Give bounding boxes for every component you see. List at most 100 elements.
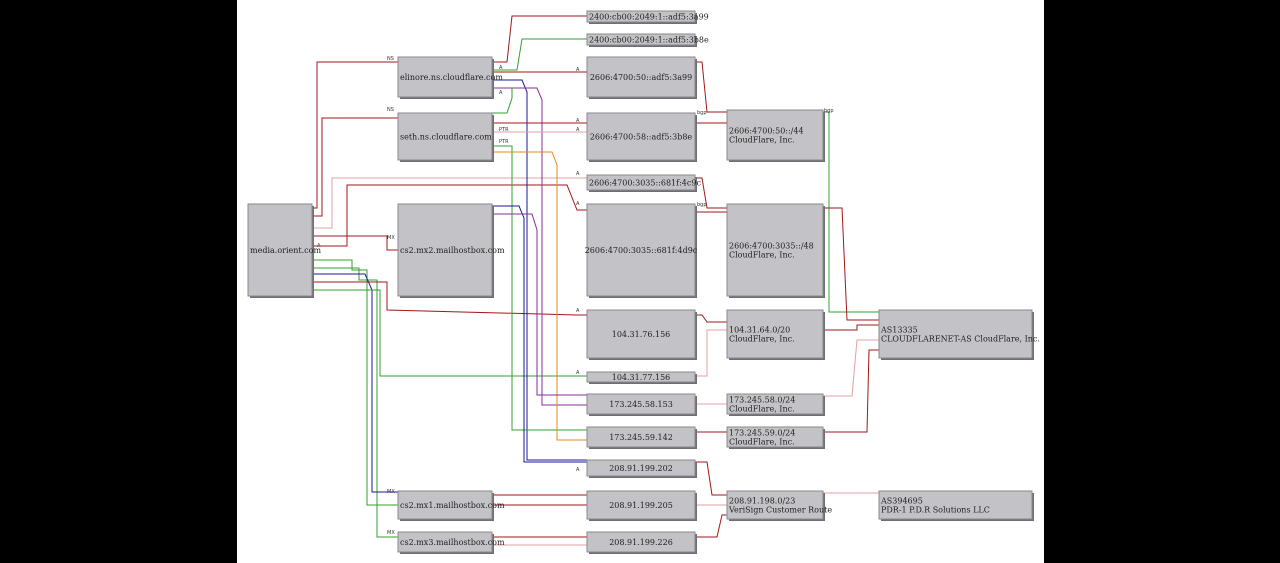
edge-label: A	[576, 308, 580, 314]
node-label: 104.31.77.156	[612, 373, 671, 382]
node-label: 208.91.199.205	[609, 501, 673, 510]
edge-line	[492, 79, 587, 461]
node-ip6[interactable]: 208.91.199.205	[586, 490, 697, 521]
edge-line	[312, 184, 587, 247]
edge-label: NS	[387, 107, 394, 113]
node-cs2mx3[interactable]: cs2.mx3.mailhostbox.com	[397, 531, 505, 554]
node-label: 104.31.76.156	[612, 330, 671, 339]
node-label: 2606:4700:3035::/48	[729, 242, 814, 251]
edge-label: bgp	[697, 110, 707, 116]
node-label: 2606:4700:50::/44	[729, 127, 804, 136]
node-media[interactable]: media.orient.com	[247, 203, 321, 298]
edge-label: bgp	[824, 108, 834, 114]
edge-line	[312, 177, 587, 229]
node-label: VeriSign Customer Route	[728, 506, 832, 515]
edge-label: bgp	[697, 202, 707, 208]
node-label: 2606:4700:3035::681f:4c9c	[589, 179, 701, 188]
edge-line	[492, 205, 587, 463]
node-label: cs2.mx3.mailhostbox.com	[400, 538, 505, 547]
edge-line	[312, 117, 398, 217]
node-label: 2400:cb00:2049:1::adf5:3b8e	[589, 36, 709, 45]
node-ip5[interactable]: 208.91.199.202	[586, 459, 697, 478]
node-label: 2606:4700:50::adf5:3a99	[590, 73, 692, 82]
edge-line	[492, 15, 587, 63]
node-ip7[interactable]: 208.91.199.226	[586, 531, 697, 554]
node-label: CloudFlare, Inc.	[729, 438, 795, 447]
node-label: CloudFlare, Inc.	[729, 136, 795, 145]
node-label: 173.245.59.142	[609, 433, 673, 442]
edge-line	[823, 111, 879, 313]
edge-line	[695, 514, 727, 538]
diagram-canvas: media.orient.com elinore.ns.cloudflare.co…	[237, 0, 1044, 563]
node-label: PDR-1 P.D.R Solutions LLC	[881, 506, 990, 515]
edge-label: A	[317, 243, 321, 249]
node-label: AS394695	[880, 497, 923, 506]
edge-label: A	[576, 467, 580, 473]
node-label: 2606:4700:3035::681f:4d9c	[585, 246, 698, 255]
node-label: 173.245.58.0/24	[729, 396, 795, 405]
node-label: cs2.mx1.mailhostbox.com	[400, 501, 505, 510]
node-cs2mx2[interactable]: cs2.mx2.mailhostbox.com	[397, 203, 505, 298]
edge-line	[312, 289, 587, 377]
node-ip2[interactable]: 104.31.77.156	[586, 371, 697, 384]
edge-label: PTR	[499, 139, 509, 145]
edge-label: A	[499, 90, 503, 96]
node-label: 173.245.59.0/24	[729, 429, 795, 438]
edge-line	[312, 235, 398, 251]
node-label: AS13335	[880, 326, 918, 335]
node-label: 173.245.58.153	[609, 400, 673, 409]
node-seth[interactable]: seth.ns.cloudflare.com	[397, 112, 494, 162]
edge-line	[312, 267, 398, 538]
node-v6f[interactable]: 2606:4700:3035::681f:4d9c	[585, 203, 698, 298]
node-label: CloudFlare, Inc.	[729, 251, 795, 260]
node-cs2mx1[interactable]: cs2.mx1.mailhostbox.com	[397, 490, 505, 521]
node-v6d[interactable]: 2606:4700:58::adf5:3b8e	[586, 112, 697, 162]
node-label: elinore.ns.cloudflare.com	[400, 73, 503, 82]
edge-line	[492, 145, 587, 431]
node-label: 208.91.199.226	[609, 538, 673, 547]
edge-label: A	[576, 67, 580, 73]
edge-line	[823, 207, 879, 321]
edge-label: PTR	[499, 127, 509, 133]
edge-label: A	[576, 370, 580, 376]
node-label: 208.91.198.0/23	[729, 497, 795, 506]
node-v6b[interactable]: 2400:cb00:2049:1::adf5:3b8e	[586, 33, 709, 47]
node-v6e[interactable]: 2606:4700:3035::681f:4c9c	[586, 174, 701, 192]
edge-line	[312, 281, 587, 316]
edge-line	[492, 38, 587, 71]
node-v6a[interactable]: 2400:cb00:2049:1::adf5:3a99	[586, 10, 709, 24]
edge-line	[492, 87, 587, 406]
node-ip4[interactable]: 173.245.59.142	[586, 426, 697, 449]
node-elinore[interactable]: elinore.ns.cloudflare.com	[397, 56, 503, 99]
edge-line	[823, 324, 879, 331]
edge-line	[695, 461, 727, 496]
node-v6c[interactable]: 2606:4700:50::adf5:3a99	[586, 56, 697, 99]
edge-label: A	[499, 65, 503, 71]
node-label: 208.91.199.202	[609, 464, 673, 473]
node-ip1[interactable]: 104.31.76.156	[586, 309, 697, 360]
edge-line	[695, 61, 727, 113]
node-label: CLOUDFLARENET-AS CloudFlare, Inc.	[881, 335, 1040, 344]
node-label: media.orient.com	[250, 246, 321, 255]
edge-line	[492, 151, 587, 441]
node-label: 2400:cb00:2049:1::adf5:3a99	[589, 13, 709, 22]
edge-line	[492, 213, 587, 396]
edge-line	[492, 88, 513, 114]
edge-label: A	[576, 118, 580, 124]
node-ip3[interactable]: 173.245.58.153	[586, 393, 697, 416]
edge-line	[695, 177, 727, 209]
node-label: CloudFlare, Inc.	[729, 335, 795, 344]
edge-label: MX	[387, 530, 395, 536]
edge-label: MX	[387, 489, 395, 495]
edge-line	[312, 259, 398, 506]
edge-line	[312, 273, 398, 493]
node-label: CloudFlare, Inc.	[729, 405, 795, 414]
